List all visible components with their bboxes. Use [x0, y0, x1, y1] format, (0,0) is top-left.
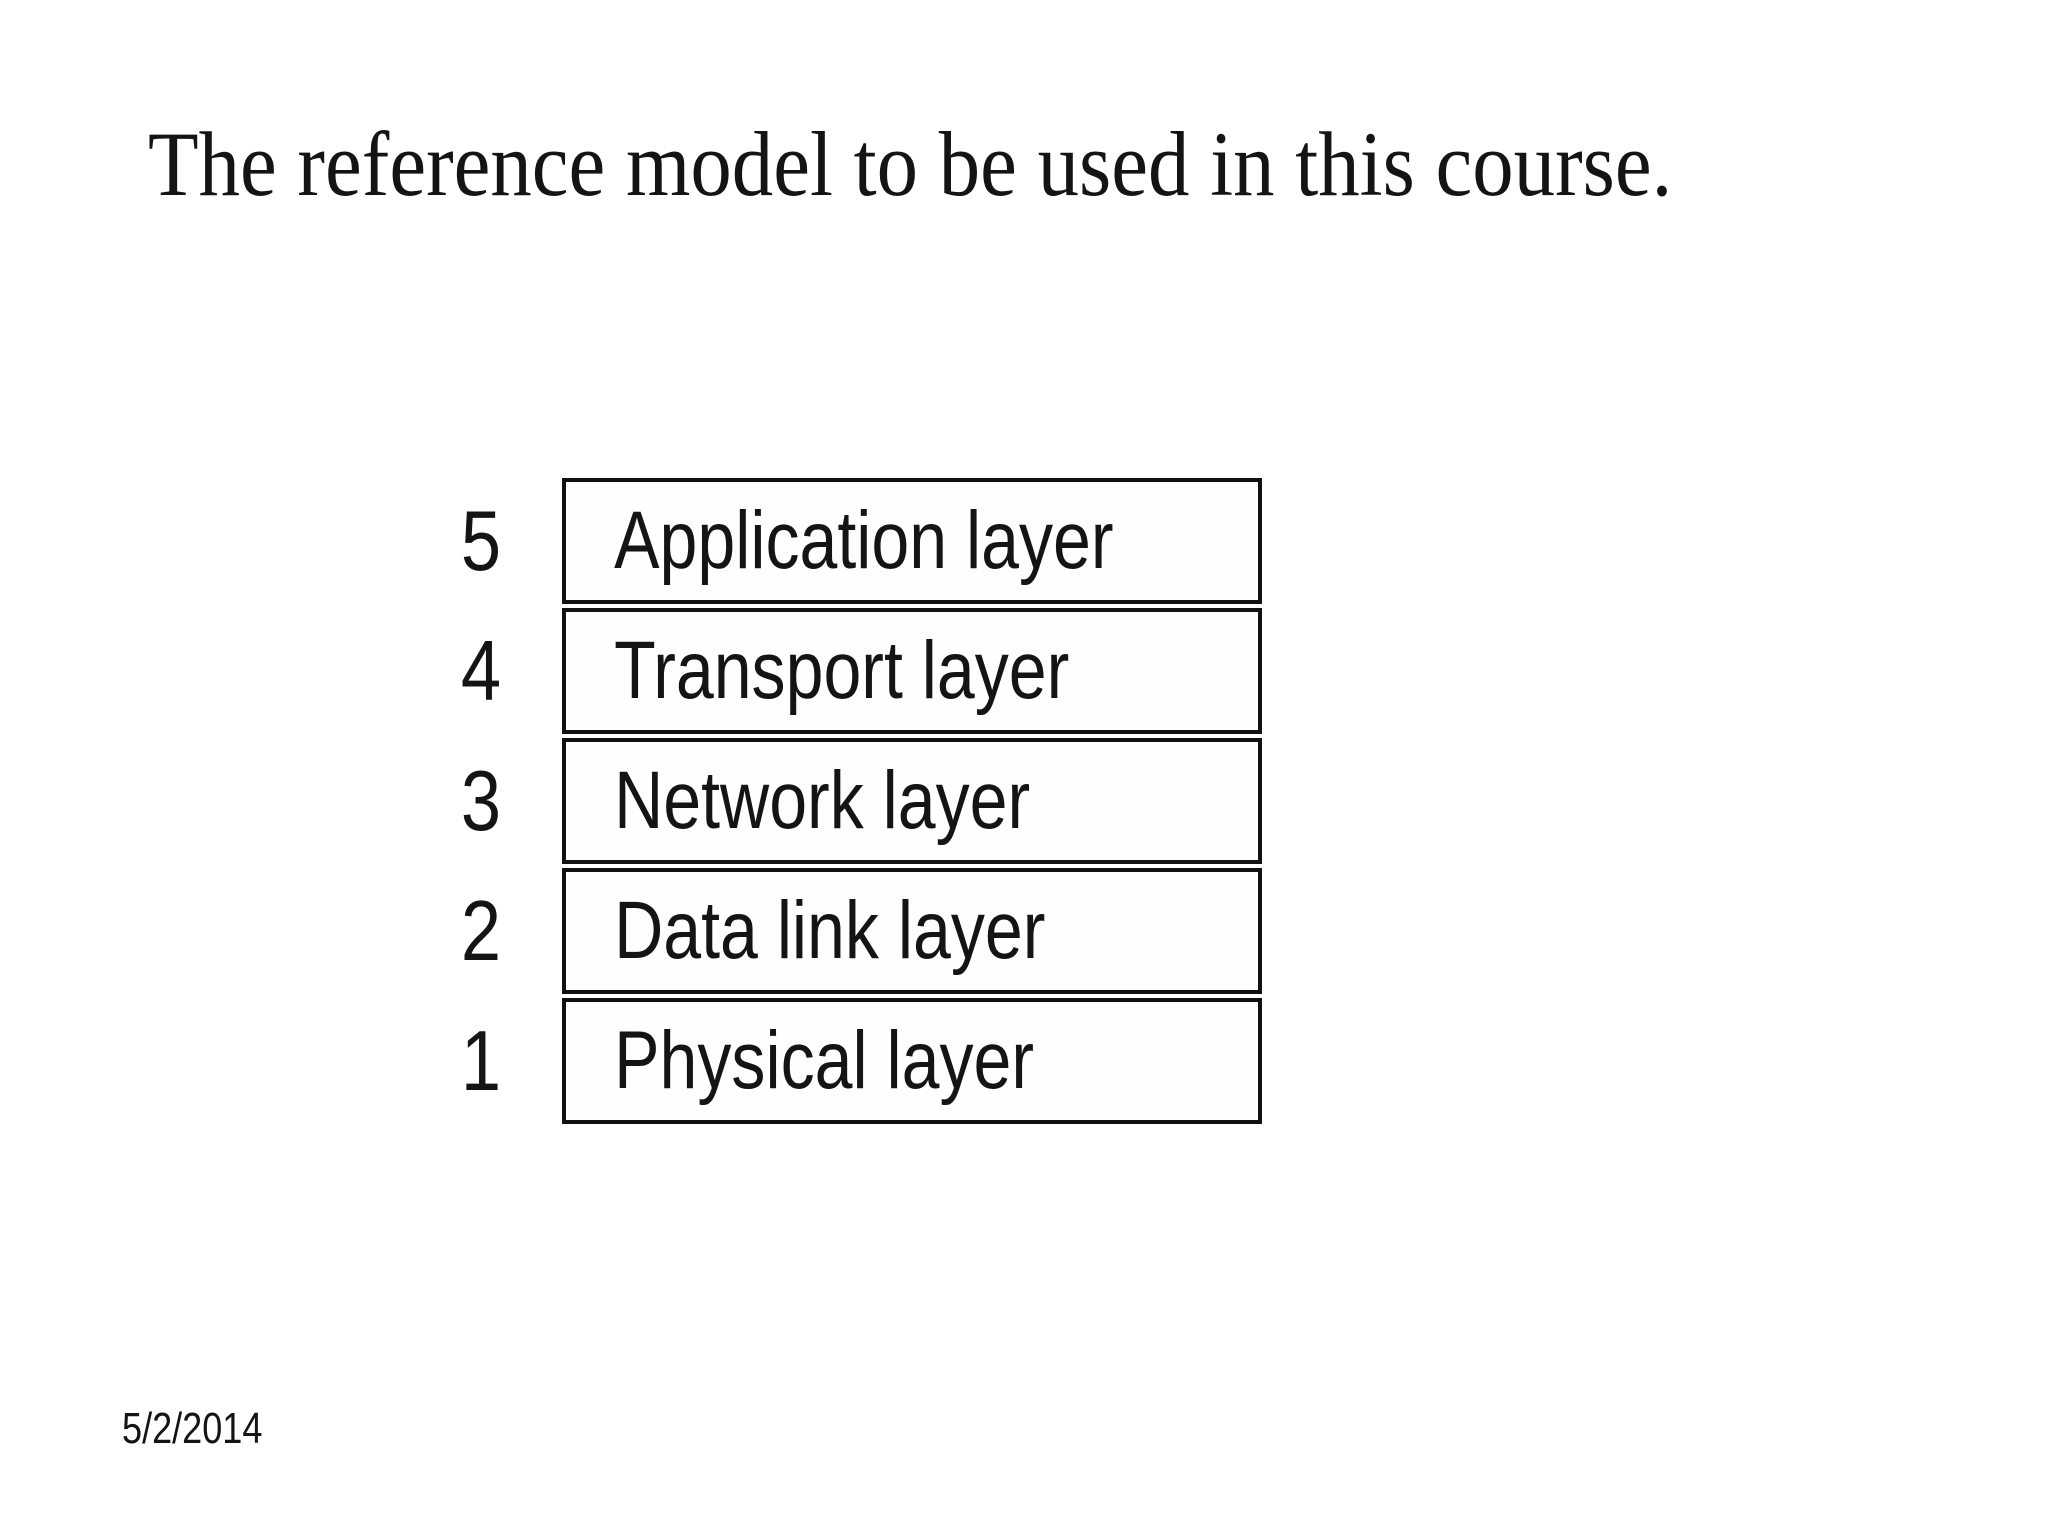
layer-row-network: 3 Network layer — [421, 738, 1262, 864]
layer-stack-diagram: 5 Application layer 4 Transport layer 3 … — [421, 478, 1262, 1124]
layer-label-datalink: Data link layer — [614, 885, 1046, 976]
layer-box-application: Application layer — [562, 478, 1262, 604]
layer-box-datalink: Data link layer — [562, 868, 1262, 994]
layer-box-transport: Transport layer — [562, 608, 1262, 734]
layer-number-1: 1 — [460, 1013, 502, 1109]
layer-box-physical: Physical layer — [562, 998, 1262, 1124]
layer-number-4: 4 — [460, 623, 502, 719]
layer-row-application: 5 Application layer — [421, 478, 1262, 604]
layer-box-network: Network layer — [562, 738, 1262, 864]
layer-row-physical: 1 Physical layer — [421, 998, 1262, 1124]
layer-label-application: Application layer — [614, 495, 1114, 586]
layer-label-transport: Transport layer — [614, 625, 1070, 716]
slide-title: The reference model to be used in this c… — [148, 113, 1673, 215]
layer-row-datalink: 2 Data link layer — [421, 868, 1262, 994]
layer-row-transport: 4 Transport layer — [421, 608, 1262, 734]
layer-label-network: Network layer — [614, 755, 1031, 846]
layer-number-3: 3 — [460, 753, 502, 849]
layer-number-2: 2 — [460, 883, 502, 979]
layer-label-physical: Physical layer — [614, 1015, 1035, 1106]
layer-number-5: 5 — [460, 493, 502, 589]
slide-date: 5/2/2014 — [122, 1404, 263, 1453]
